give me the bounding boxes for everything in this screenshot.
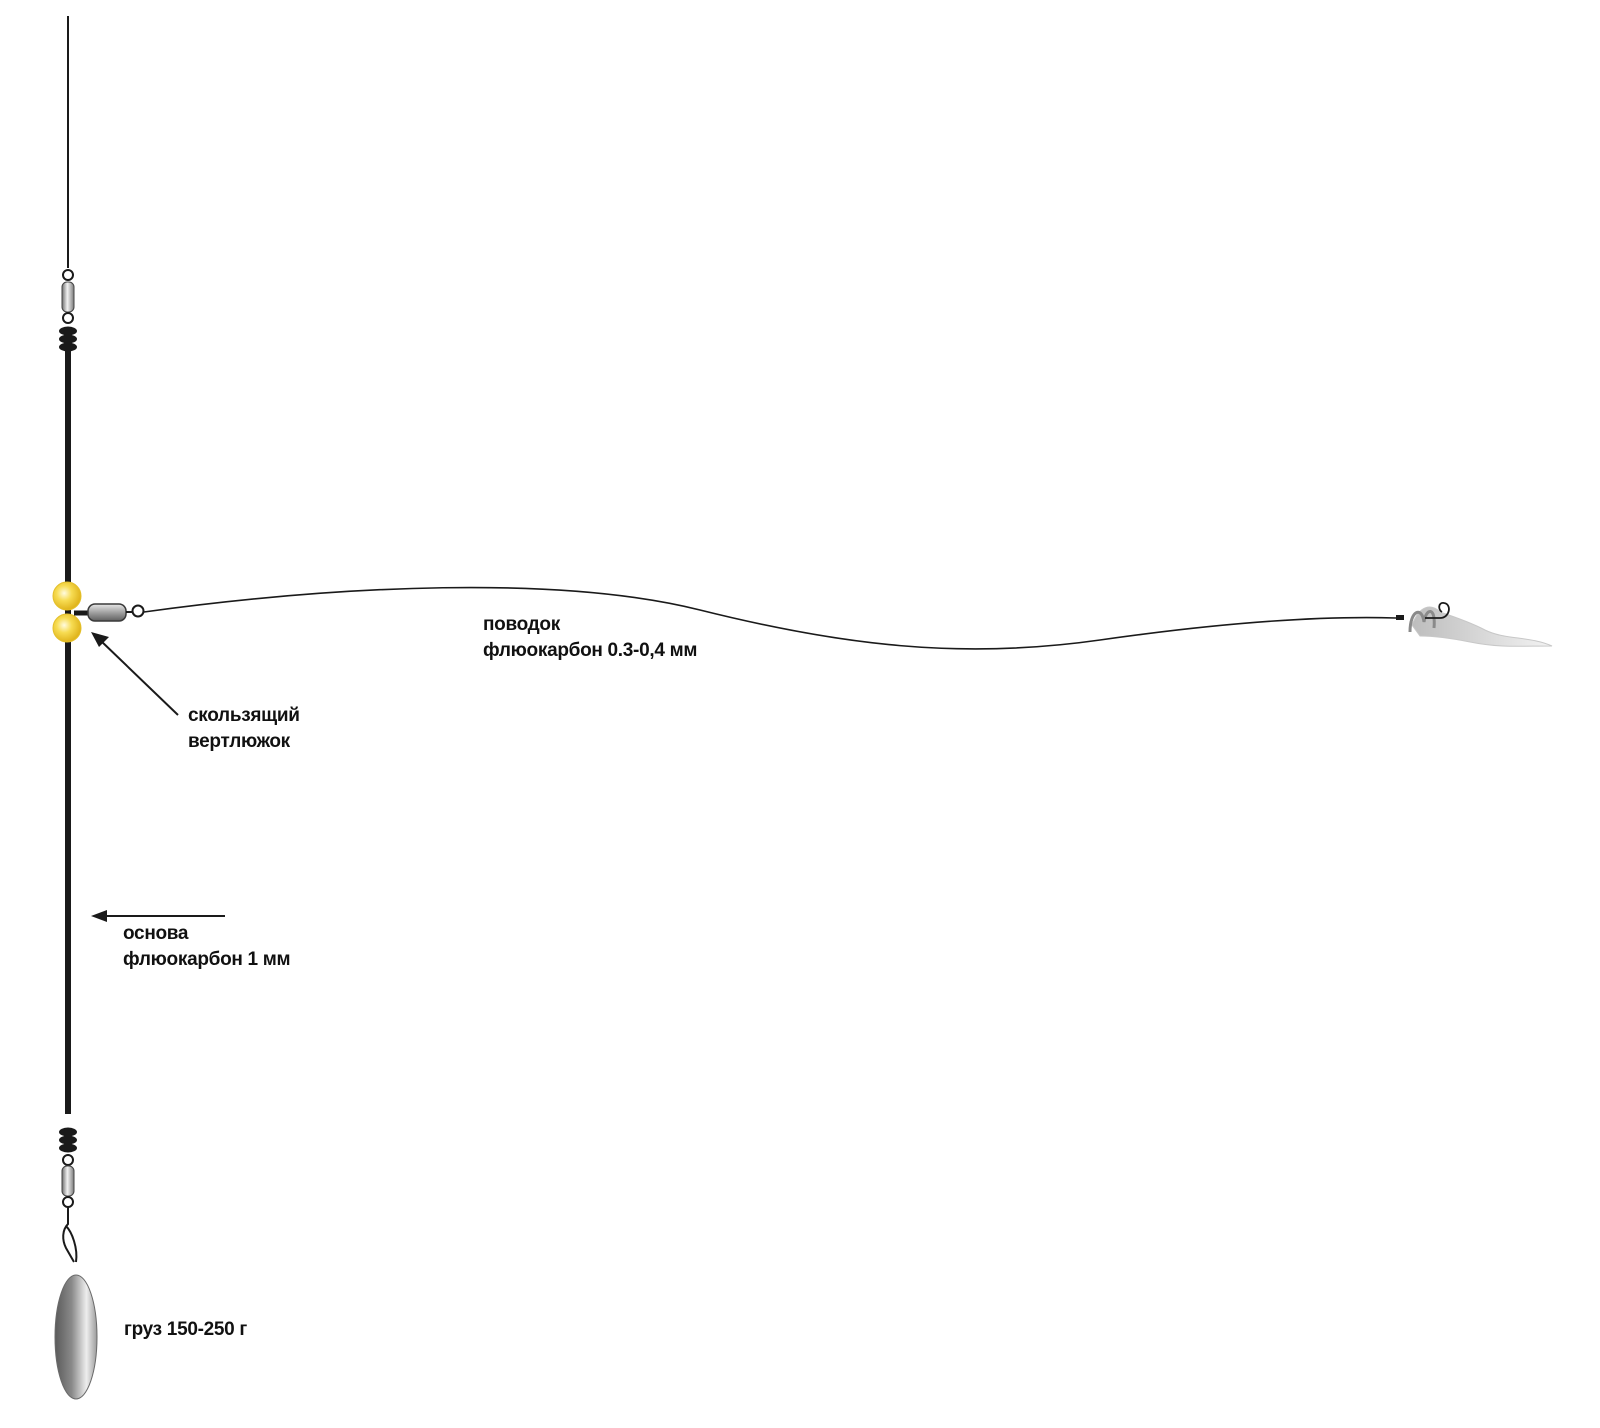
mainline-label-line1: основа <box>123 923 189 944</box>
hook-with-bait <box>1396 602 1553 647</box>
weight-label: груз 150-250 г <box>124 1317 247 1343</box>
leader-label-line1: поводок <box>483 614 560 635</box>
swivel-label-line2: вертлюжок <box>188 731 290 752</box>
swivel-label: скользящий вертлюжок <box>188 703 300 755</box>
sliding-swivel <box>52 581 145 643</box>
upper-crimp <box>59 326 77 352</box>
leader-label-line2: флюокарбон 0.3-0,4 мм <box>483 640 698 661</box>
upper-bead <box>52 581 82 611</box>
mainline-label-line2: флюокарбон 1 мм <box>123 949 291 970</box>
lower-crimp <box>59 1127 77 1153</box>
leader-label: поводок флюокарбон 0.3-0,4 мм <box>483 612 697 664</box>
swivel-label-line1: скользящий <box>188 705 300 726</box>
leader-line <box>143 586 1397 650</box>
lower-swivel <box>61 1154 75 1208</box>
lower-bead <box>52 613 82 643</box>
mainline-label: основа флюокарбон 1 мм <box>123 921 291 973</box>
upper-swivel <box>61 269 75 324</box>
swivel-arrow <box>91 632 179 716</box>
snap-clip <box>62 1207 78 1263</box>
sinker <box>54 1274 98 1400</box>
weight-label-line1: груз 150-250 г <box>124 1319 248 1340</box>
mainline-arrow <box>91 910 225 922</box>
